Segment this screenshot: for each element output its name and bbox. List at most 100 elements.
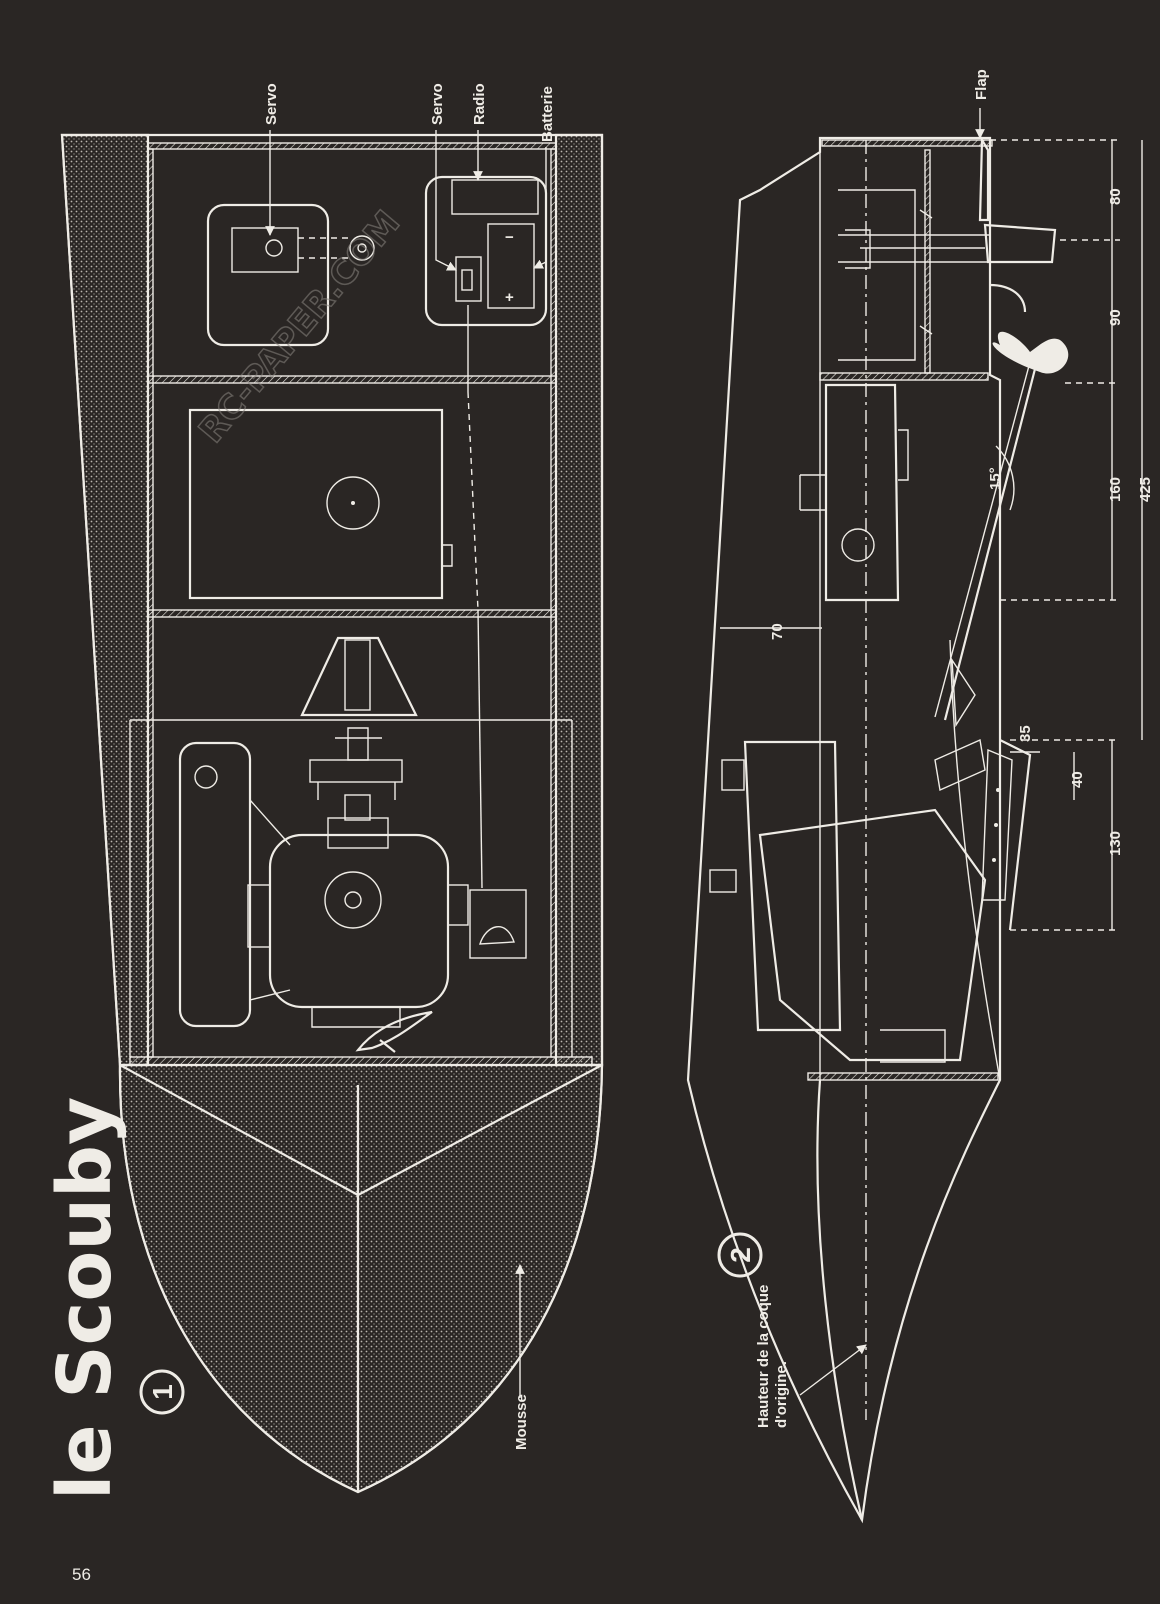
side-bulkhead-bow <box>807 1072 999 1081</box>
dim-35: 35 <box>1017 725 1034 742</box>
leader-servo-throttle <box>435 130 457 271</box>
inner-hull-wall-right <box>550 148 557 1058</box>
side-tank-lug <box>898 429 909 481</box>
dim-160: 160 <box>1107 477 1124 502</box>
coupling-detail <box>335 727 382 761</box>
shaft-strut-mount <box>300 636 418 717</box>
shaft-strut <box>951 657 976 728</box>
bulkhead-transom <box>147 142 557 150</box>
side-rudder-servo <box>838 229 990 269</box>
foam-side-left <box>60 133 150 1067</box>
engine-mount-right <box>447 884 469 926</box>
dim-80: 80 <box>1107 188 1124 205</box>
dim-40: 40 <box>1069 771 1086 788</box>
side-glow-plug <box>709 869 737 893</box>
servo-horn-2 <box>349 235 375 261</box>
throttle-pushrod-dashed <box>467 391 479 611</box>
mount-bolt-1 <box>996 788 1000 792</box>
label-radio: Radio <box>471 83 488 125</box>
view-number-2: 2 <box>717 1232 763 1278</box>
leader-batterie <box>533 147 547 269</box>
rudder-servo-mount <box>206 203 330 347</box>
carburetor-lever <box>479 926 515 945</box>
page-number: 56 <box>72 1565 91 1584</box>
side-chine-line <box>949 639 1001 1081</box>
mount-bolt-2 <box>994 823 998 827</box>
top-view: − + <box>60 83 604 1494</box>
throttle-link-down <box>477 609 483 889</box>
servo-bolt-1 <box>919 209 933 335</box>
side-coupling <box>934 738 986 792</box>
rudder-blade <box>983 223 1057 264</box>
prop-shaft <box>943 364 1038 721</box>
side-fuel-tank <box>824 383 900 602</box>
label-servo-rudder: Servo <box>263 83 280 125</box>
fuel-tank-outlet <box>442 544 453 567</box>
crankshaft-drive <box>344 794 371 821</box>
receiver-battery-tray <box>424 175 548 327</box>
servo-linkage <box>298 237 348 259</box>
bow-chine-left <box>119 1064 359 1196</box>
label-hauteur-2: d'origine. <box>773 1361 790 1428</box>
top-view-labels: Servo Servo Radio Batterie Mousse <box>263 83 556 1450</box>
engine-to-muffler-link <box>249 799 291 1001</box>
view-number-1: 1 <box>139 1369 185 1415</box>
radio-receiver <box>451 179 539 215</box>
side-dimensions: 80 90 160 425 130 40 35 70 <box>720 139 1154 931</box>
mount-bolt-3 <box>992 858 996 862</box>
label-mousse: Mousse <box>513 1394 530 1450</box>
engine-mount-plate <box>981 748 1013 901</box>
engine-block <box>268 833 450 1009</box>
fuel-tank-cap-dot <box>351 501 355 505</box>
prop-shaft-2 <box>934 361 1031 718</box>
side-fuel-tank-cap <box>841 528 875 562</box>
side-radio-box <box>838 189 916 361</box>
hull-step <box>999 739 1032 931</box>
engine-base <box>311 1007 401 1028</box>
throttle-carburetor-box <box>469 889 527 959</box>
side-bulkhead-1 <box>819 372 989 381</box>
dim-90: 90 <box>1107 309 1124 326</box>
glow-plug-clip <box>355 1010 433 1053</box>
side-view: 15° Flap Hauteur de la coque d'origine. <box>686 69 1154 1524</box>
fuel-tank-cap <box>326 476 380 530</box>
servo-horn-1 <box>265 239 283 257</box>
bulkhead-3 <box>129 1056 593 1066</box>
label-servo-throttle: Servo <box>429 83 446 125</box>
watermark: RC-PAPER.COM <box>191 203 408 451</box>
side-muffler <box>743 740 842 1032</box>
dim-130: 130 <box>1107 831 1124 856</box>
view-number-1-text: 1 <box>147 1384 178 1400</box>
propeller <box>992 331 1069 374</box>
inner-hull-wall-left <box>147 148 154 1058</box>
angle-label: 15° <box>987 467 1004 490</box>
side-muffler-outlet <box>721 759 745 791</box>
throttle-servo <box>455 256 482 302</box>
bulkhead-1 <box>147 375 557 384</box>
page-title: le Scouby <box>42 1097 128 1500</box>
battery-plus: + <box>505 289 514 306</box>
bow-chine-right <box>357 1064 603 1196</box>
flywheel-bracket <box>309 759 403 783</box>
foam-side-right <box>554 133 604 1067</box>
label-flap: Flap <box>973 69 990 100</box>
fuel-tank <box>188 408 444 600</box>
side-engine <box>758 808 987 1062</box>
side-deck-to-bow <box>816 1079 864 1521</box>
throttle-servo-body <box>461 269 473 291</box>
engine-front-housing <box>327 817 389 849</box>
shaft-angle-arc <box>995 445 1015 511</box>
side-hull-outline <box>686 136 1002 1524</box>
exhaust-muffler <box>178 741 252 1028</box>
dim-425: 425 <box>1137 477 1154 502</box>
view-number-2-circle <box>717 1232 763 1278</box>
label-batterie: Batterie <box>539 86 556 142</box>
engine-mount-left <box>247 884 271 948</box>
battery-minus: − <box>505 229 514 246</box>
label-hauteur-1: Hauteur de la coque <box>755 1285 772 1428</box>
shaft-coupler-top <box>344 639 371 711</box>
leader-hauteur <box>799 1344 867 1396</box>
servo-horn-2-hub <box>357 243 367 253</box>
view-number-2-text: 2 <box>725 1247 756 1263</box>
